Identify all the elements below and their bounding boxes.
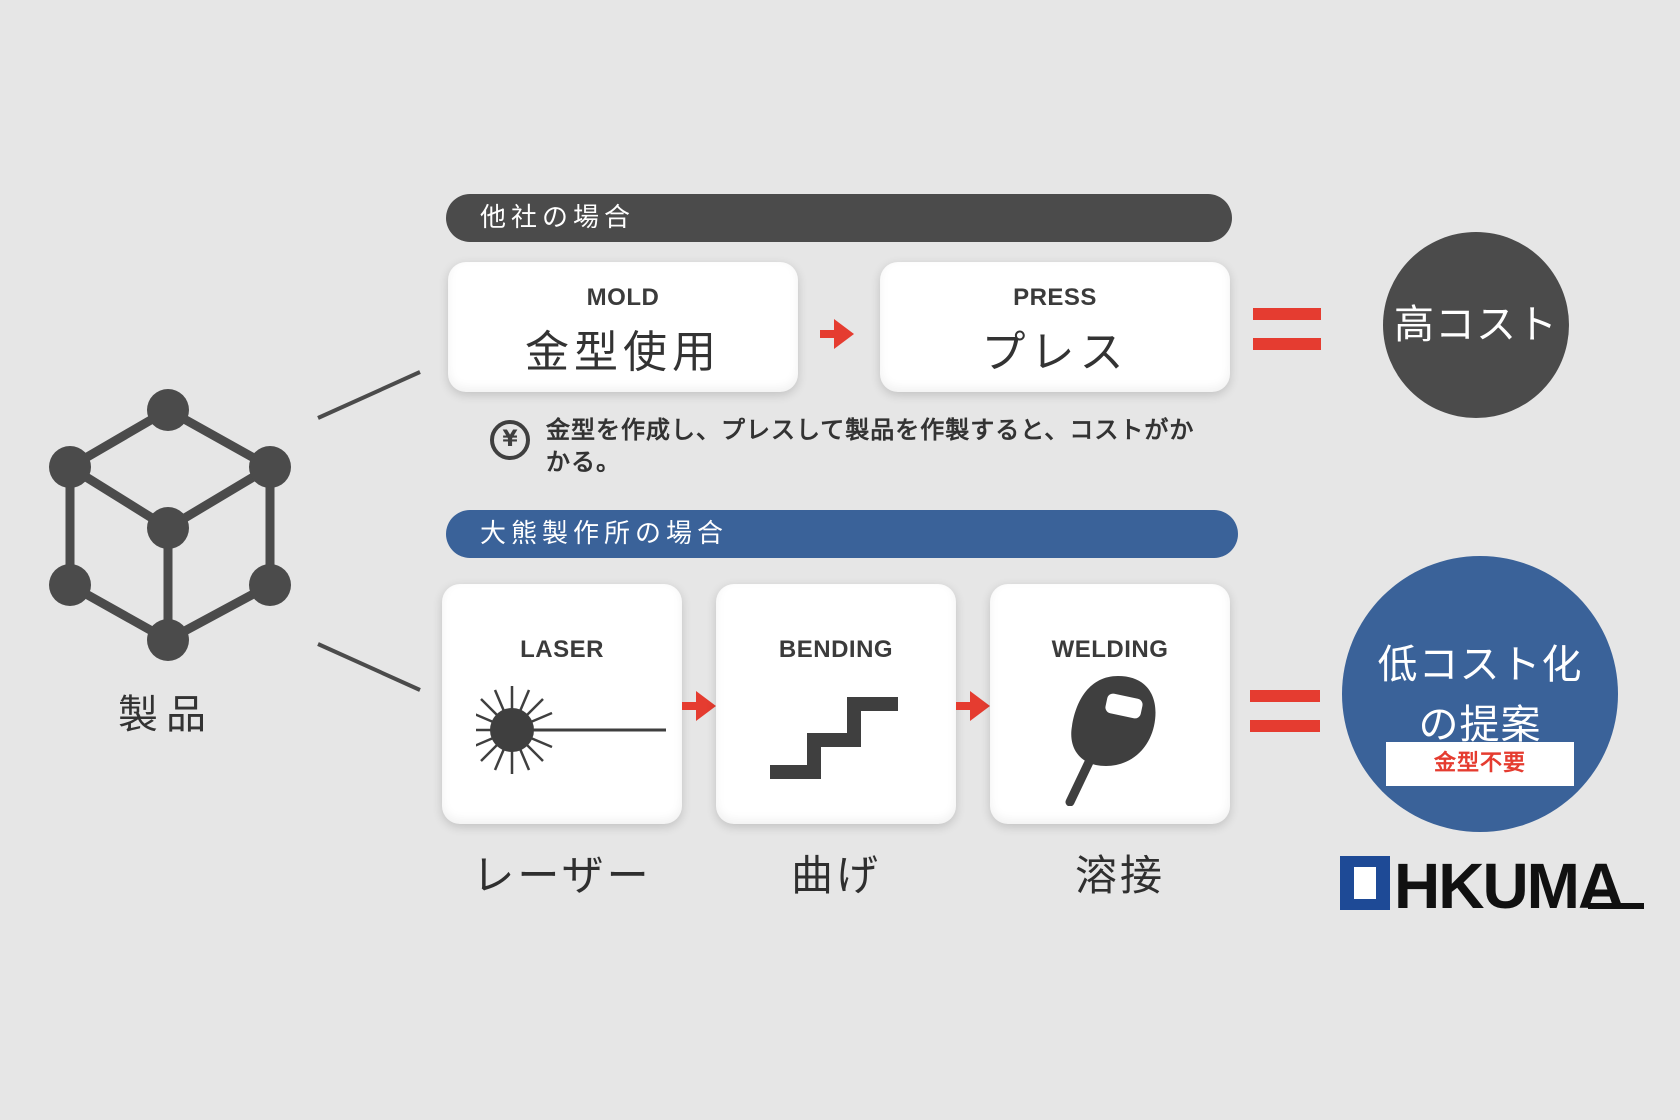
low-cost-line1: 低コスト化 [1377,642,1583,688]
laser-icon [476,686,666,774]
bending-step-jp: 曲げ [790,851,881,900]
equals-icon [1253,308,1321,350]
arrow-right-icon [682,691,716,721]
arrow-right-icon [956,691,990,721]
cost-note: 金型を作成し、プレスして製品を作製すると、コストがかかる。 [546,416,1195,476]
welding-step-en: WELDING [1051,636,1169,663]
welding-step-card: WELDING [990,584,1230,824]
bending-stairs-icon [770,697,898,779]
arrow-right-icon [820,319,854,349]
welding-step-jp: 溶接 [1074,851,1165,900]
low-cost-result: 低コスト化 の提案 金型不要 [1342,556,1618,832]
yen-icon: ¥ [490,420,530,460]
okuma-header: 大熊製作所の場合 [446,510,1238,558]
yen-symbol: ¥ [502,427,518,452]
high-cost-result: 高コスト [1383,232,1569,418]
mold-step-jp: 金型使用 [525,327,721,378]
bending-step-card: BENDING [716,584,956,824]
no-mold-badge: 金型不要 [1386,742,1574,786]
bending-step-en: BENDING [778,636,894,663]
high-cost-label: 高コスト [1394,302,1558,348]
low-cost-line2: の提案 [1418,702,1542,748]
laser-step-card: LASER [442,584,682,824]
cube-icon [49,389,291,661]
mold-step-en: MOLD [586,284,660,311]
mold-step-card: MOLD 金型使用 [448,262,798,392]
press-step-en: PRESS [1013,284,1097,311]
laser-step-jp: レーザー [472,851,652,900]
laser-step-en: LASER [520,636,604,663]
product-label: 製品 [118,692,214,738]
connector-lines [317,370,421,692]
welding-mask-icon [1065,676,1156,806]
ohkuma-logo: HKUMA [1340,852,1644,916]
equals-icon [1250,690,1320,732]
press-step-card: PRESS プレス [880,262,1230,392]
other-company-header: 他社の場合 [446,194,1232,242]
svg-text:HKUMA: HKUMA [1394,852,1623,916]
press-step-jp: プレス [981,327,1129,378]
no-mold-badge-label: 金型不要 [1433,751,1526,776]
